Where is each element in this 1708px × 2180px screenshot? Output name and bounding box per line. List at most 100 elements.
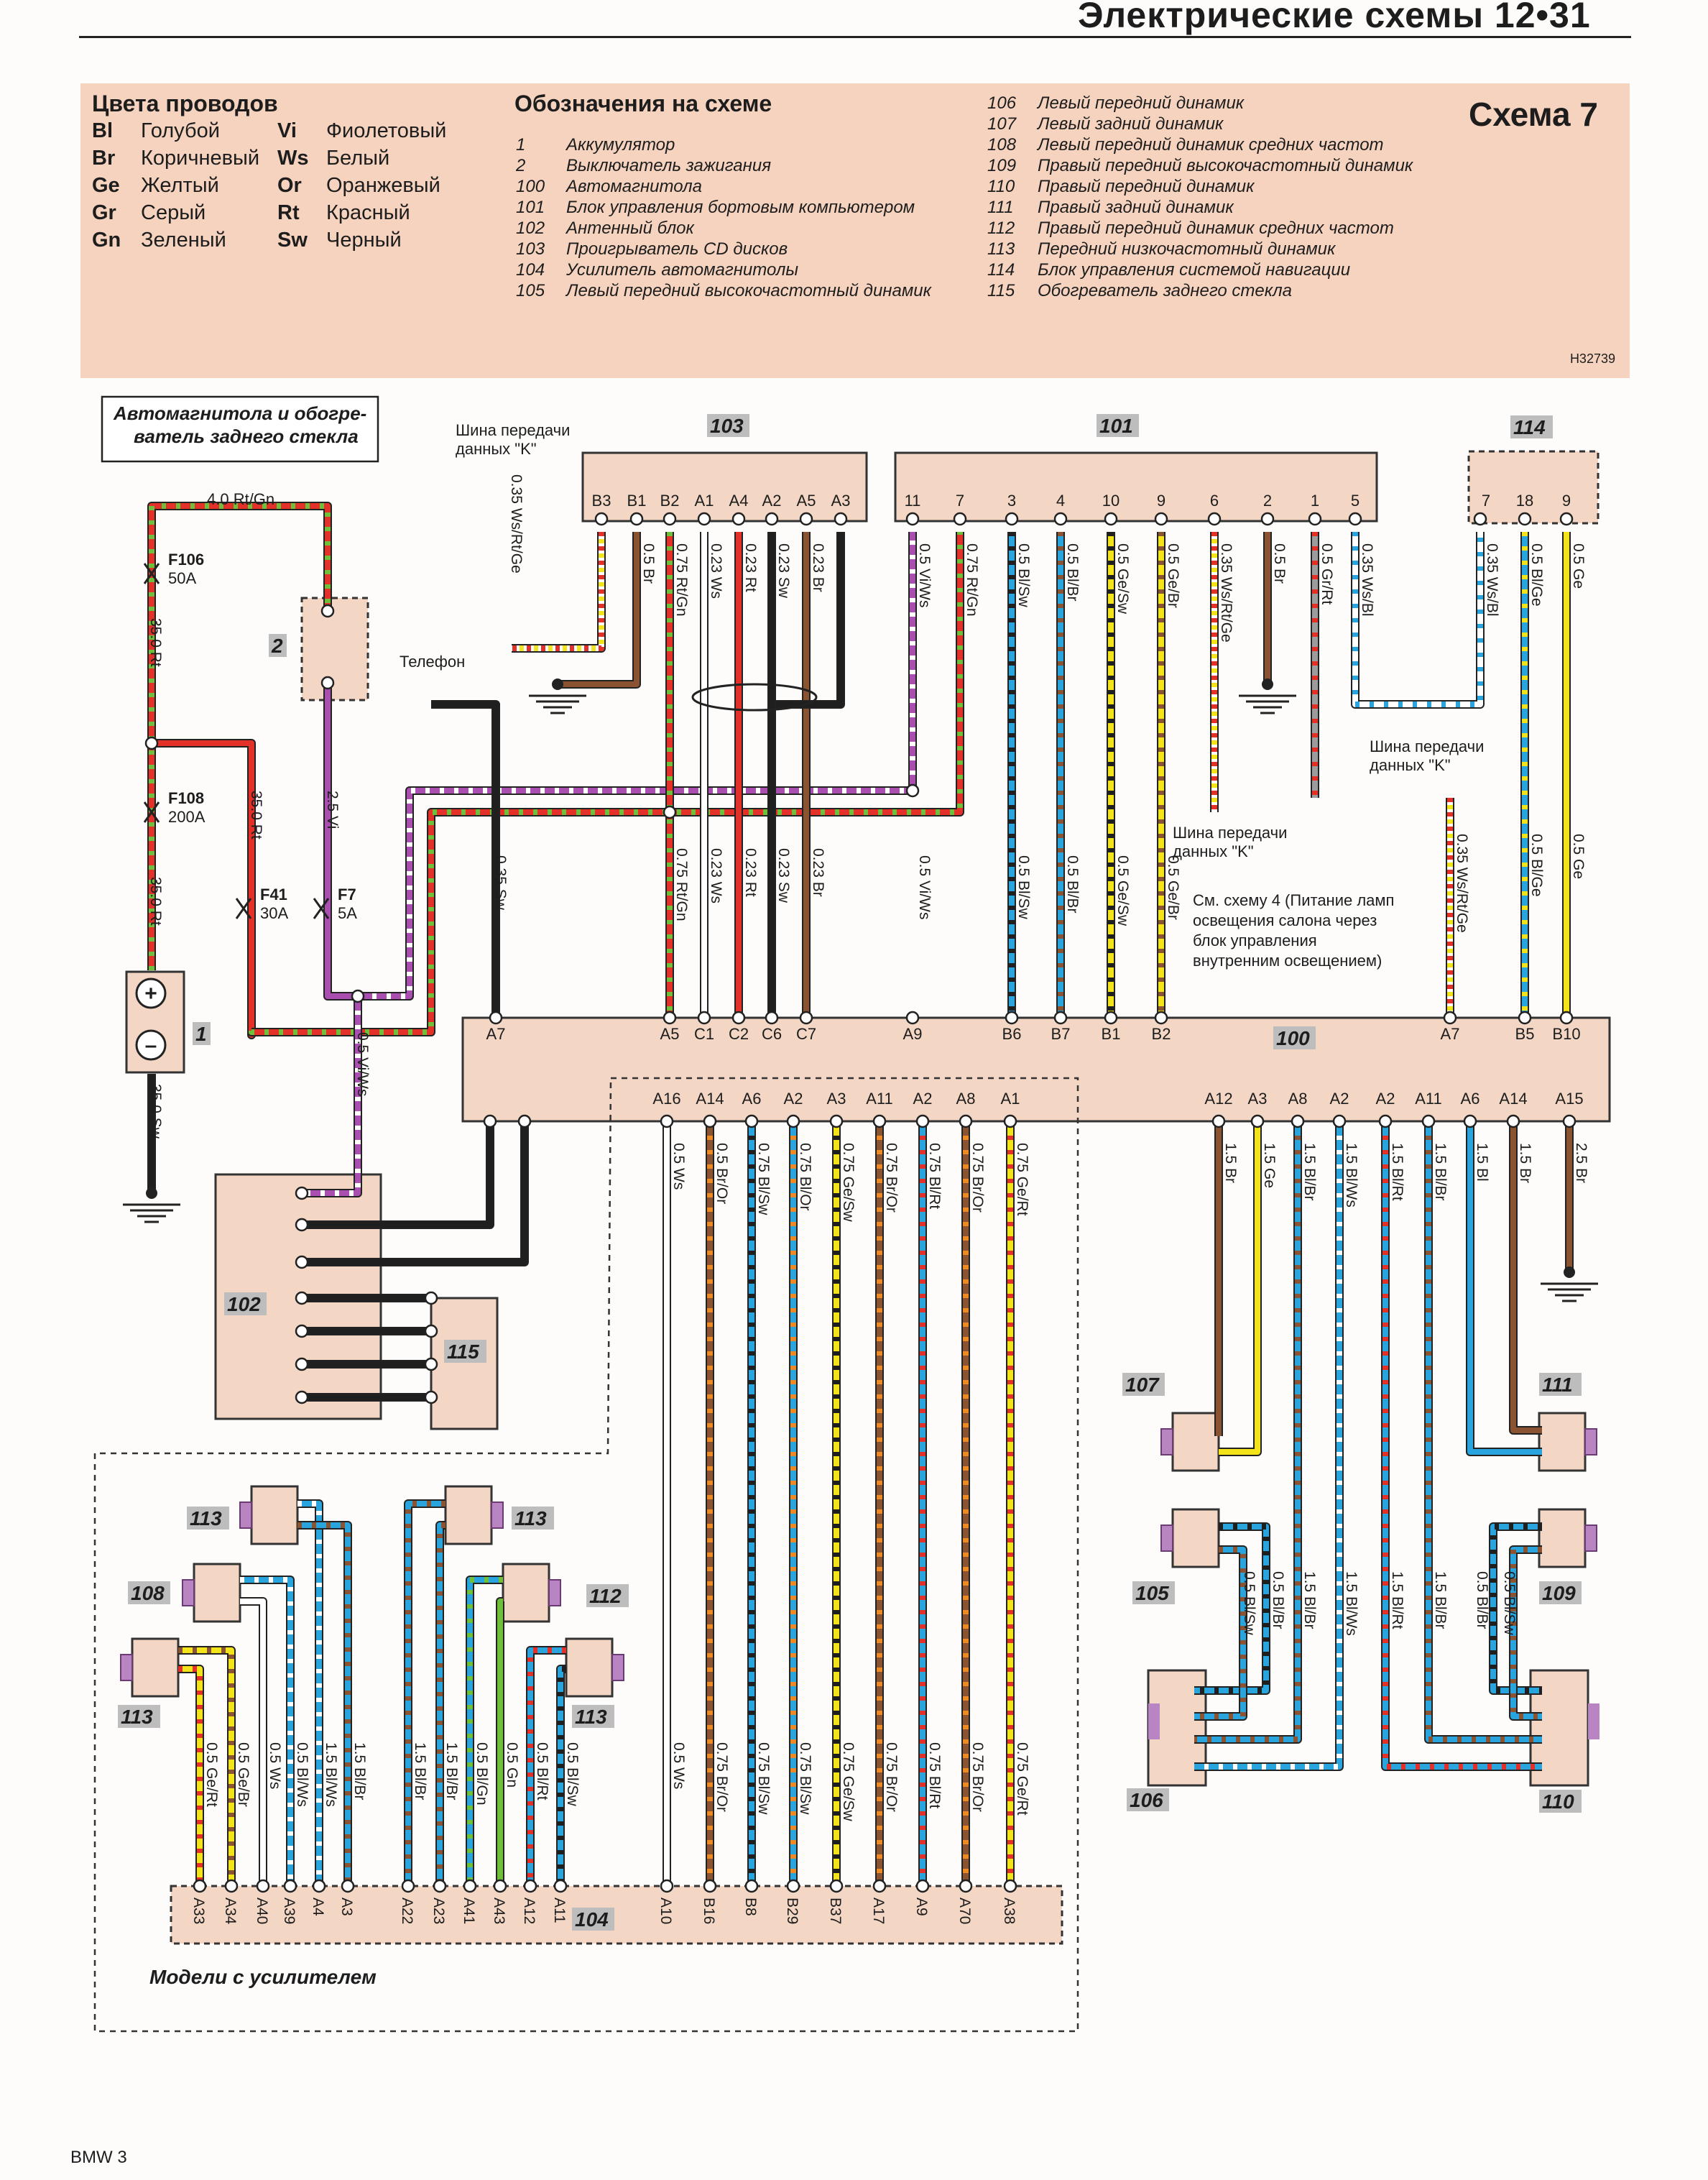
wire-stripe xyxy=(558,1666,566,1886)
connector-pin xyxy=(744,1879,759,1893)
connector-pin xyxy=(959,1879,973,1893)
pin-label: A9 xyxy=(913,1898,930,1916)
connector-pin xyxy=(1005,512,1019,526)
speaker-cone xyxy=(491,1501,504,1529)
connector-pin xyxy=(786,1114,800,1128)
wire-spec-label: 0.75 Ge/Rt xyxy=(1014,1143,1030,1216)
connector-pin xyxy=(483,1114,497,1128)
tag-115-bg xyxy=(444,1340,486,1363)
figure-code: H32739 xyxy=(1569,351,1615,366)
wire-outline xyxy=(1381,1121,1542,1771)
speaker-113b xyxy=(444,1485,493,1545)
pin-label: A4 xyxy=(729,492,749,510)
speaker-cone xyxy=(239,1501,252,1529)
wire xyxy=(178,1666,203,1886)
wire-spec-label: 0.5 Ge/Rt xyxy=(203,1742,220,1807)
tag-1: 1 xyxy=(195,1023,207,1045)
pin-label: 10 xyxy=(1102,492,1120,510)
fuse-symbol xyxy=(143,563,160,584)
wire-spec-label: 0.5 Gn xyxy=(504,1742,520,1788)
wire-stripe xyxy=(1352,532,1483,707)
wire-spec-label: 0.5 Ge/Sw xyxy=(1114,543,1131,615)
pin-label: 1 xyxy=(1311,492,1319,510)
connector-pin xyxy=(1104,1011,1118,1025)
wire-spec-label: 0.75 Ge/Sw xyxy=(840,1742,857,1822)
wire-spec-label: 0.5 Bl/Sw xyxy=(1015,543,1032,608)
kbus-label: данных "K" xyxy=(1173,842,1254,860)
pin-label: 11 xyxy=(905,492,921,510)
wire-stripe xyxy=(178,1647,234,1886)
speaker-113c xyxy=(131,1637,180,1698)
wire-spec-label: 1.5 Bl/Rt xyxy=(1389,1143,1405,1201)
speaker-108 xyxy=(193,1563,241,1623)
tag-113c-bg xyxy=(118,1705,160,1728)
connector-pin xyxy=(401,1879,415,1893)
speaker-cone xyxy=(1160,1524,1173,1552)
wire-spec-label: 0.5 Bl/Gn xyxy=(474,1742,490,1806)
wire-spec-label: 0.5 Bl/Sw xyxy=(1241,1571,1257,1636)
connector-pin xyxy=(1473,512,1487,526)
connector-pin xyxy=(660,1114,674,1128)
connector-pin xyxy=(517,1114,532,1128)
kbus-label: Шина передачи xyxy=(1370,737,1484,755)
component-boxes xyxy=(93,395,1611,2033)
kbus-label: данных "K" xyxy=(1370,756,1451,774)
wire-stripe xyxy=(1426,1121,1542,1742)
fuse-id: F108 xyxy=(168,789,204,807)
wire-spec-label: 0.5 Bl/Br xyxy=(1474,1571,1490,1629)
wire-spec-label: 1.5 Bl/Br xyxy=(1301,1143,1318,1201)
battery-minus: – xyxy=(145,1034,157,1057)
wire-spec-label: 1.5 Br xyxy=(1517,1143,1533,1183)
wire-spec-label: 0.75 Bl/Sw xyxy=(755,1143,772,1215)
connector-pin xyxy=(489,1011,503,1025)
pin-label: 18 xyxy=(1516,492,1533,510)
wire-102-a xyxy=(302,1121,493,1228)
connector-pin xyxy=(295,1390,309,1404)
connector-pin xyxy=(424,1390,438,1404)
section-title-box xyxy=(101,395,379,463)
battery-plus: + xyxy=(144,982,157,1006)
connector-pin xyxy=(953,512,967,526)
pin-label: B1 xyxy=(1102,1025,1121,1043)
header-rule xyxy=(79,36,1631,38)
wire-spec-label: 0.23 Rt xyxy=(742,543,759,592)
connector-pin xyxy=(295,1255,309,1269)
connector-pin xyxy=(1291,1114,1305,1128)
speaker-cone xyxy=(182,1579,195,1606)
connector-pin xyxy=(915,1879,930,1893)
wire-spec-label: 0.5 Bl/Ge xyxy=(1528,834,1545,897)
wire-spec-label: 0.75 Rt/Gn xyxy=(673,543,690,617)
connector-pin xyxy=(1211,1114,1226,1128)
connector-pin xyxy=(1053,1011,1068,1025)
component-100 xyxy=(461,1016,1611,1123)
tag-110: 110 xyxy=(1542,1790,1574,1813)
wire-102 xyxy=(302,996,361,1196)
pin-label: A1 xyxy=(695,492,714,510)
wire-spec-label: 0.35 Ws/Rt/Ge xyxy=(1218,543,1234,643)
wire xyxy=(1382,1121,1542,1770)
tag-104-bg xyxy=(572,1908,614,1931)
connector-pin xyxy=(829,1114,844,1128)
ground-dot xyxy=(1564,1266,1575,1278)
pin-label: A2 xyxy=(913,1090,933,1108)
wire-spec-label: 1.5 Bl/Br xyxy=(351,1742,368,1800)
pin-label: B8 xyxy=(742,1898,759,1916)
wire-spec-label: 1.5 Bl/Ws xyxy=(323,1742,339,1807)
connector-pin xyxy=(295,1186,309,1200)
battery-plus xyxy=(135,978,167,1009)
tag-110-bg xyxy=(1539,1790,1582,1813)
wire-stripe xyxy=(297,1501,322,1886)
wire-spec-label: 1.5 Bl/Br xyxy=(1432,1571,1449,1629)
tag-105: 105 xyxy=(1135,1582,1169,1604)
wire-spec-label: 0.75 Ge/Sw xyxy=(840,1143,857,1223)
tag-113a: 113 xyxy=(190,1507,222,1530)
tag-101-bg xyxy=(1097,414,1139,437)
wire-103-gnd xyxy=(558,532,640,687)
fuse-rating: 5A xyxy=(338,904,357,922)
fuse-id: F7 xyxy=(338,886,356,903)
wires xyxy=(123,502,1598,1886)
legend-panel: Цвета проводов Обозначения на схеме Схем… xyxy=(80,83,1630,378)
pin-label: A3 xyxy=(338,1898,355,1916)
pin-label: A6 xyxy=(742,1090,762,1108)
